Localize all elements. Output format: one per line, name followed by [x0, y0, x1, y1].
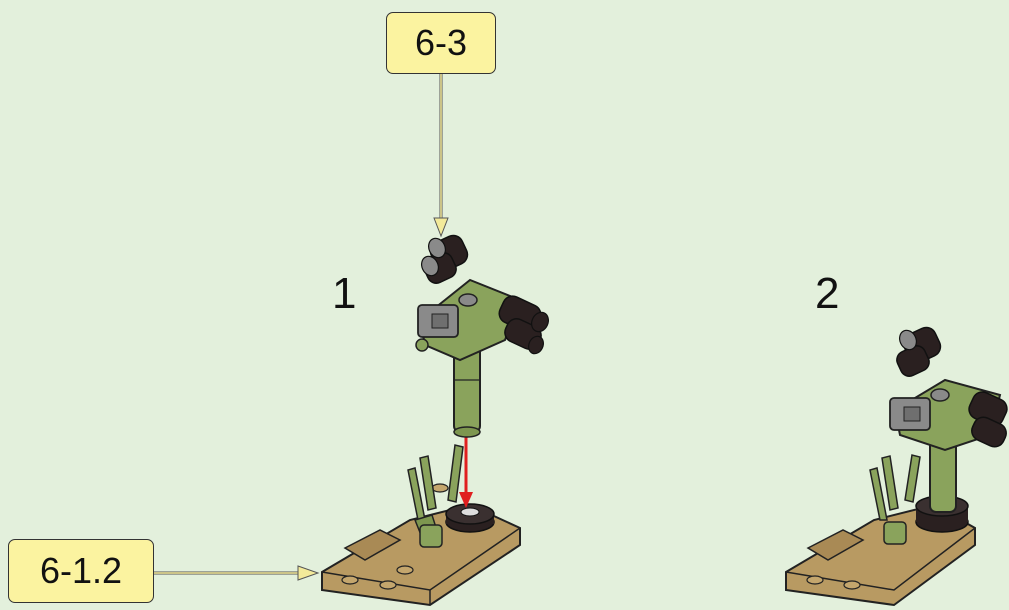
callout-top-pointer	[434, 74, 448, 236]
step1-turntable	[446, 504, 494, 532]
step-number-2: 2	[815, 272, 839, 316]
step-number-1: 1	[332, 272, 356, 316]
callout-left-pointer	[154, 566, 318, 580]
step1-red-arrow	[459, 432, 473, 508]
callout-part-6-3: 6-3	[386, 12, 496, 74]
callout-part-6-1-2: 6-1.2	[8, 539, 154, 603]
step1-weapon-assembly	[416, 232, 551, 437]
